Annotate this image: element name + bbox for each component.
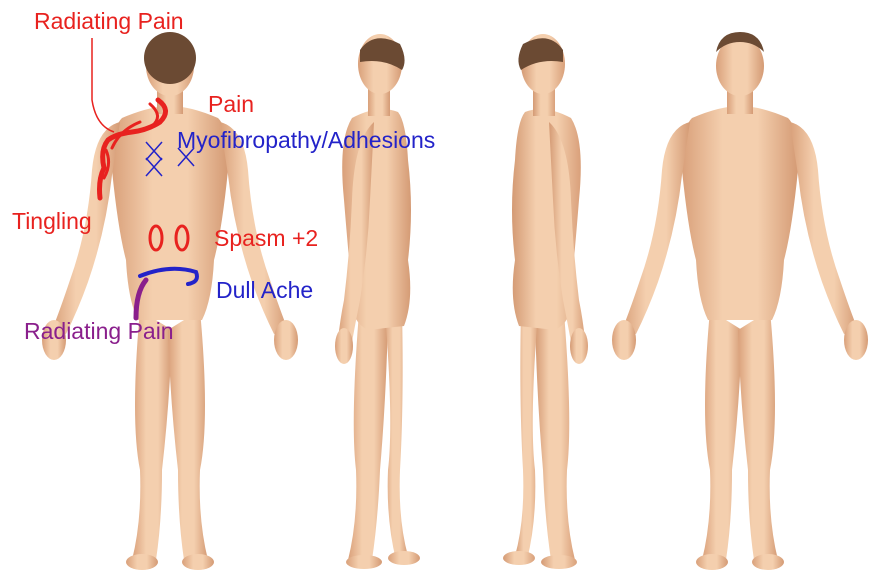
label-radiating-pain-low: Radiating Pain [24, 318, 174, 344]
figure-right-side-view [503, 34, 588, 569]
label-tingling: Tingling [12, 208, 92, 234]
label-myofibropathy: Myofibropathy/Adhesions [177, 127, 435, 153]
label-spasm: Spasm +2 [214, 225, 318, 251]
label-dull-ache: Dull Ache [216, 277, 313, 303]
figure-left-side-view [335, 34, 420, 569]
label-pain: Pain [208, 91, 254, 117]
figure-front-view [612, 32, 868, 570]
radiating-pain-leader-line [92, 38, 114, 132]
label-radiating-pain-top: Radiating Pain [34, 8, 184, 34]
